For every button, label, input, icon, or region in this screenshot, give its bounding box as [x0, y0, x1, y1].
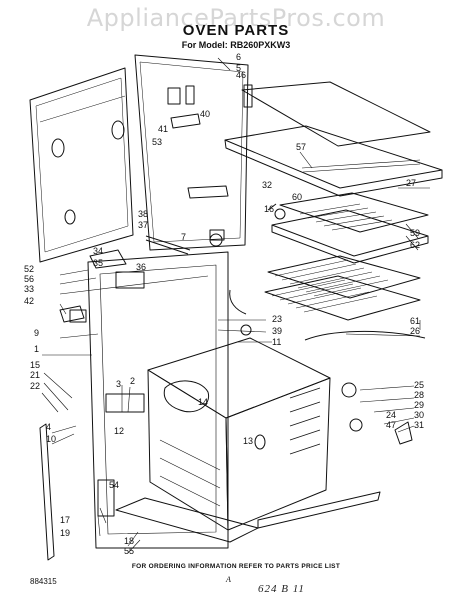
oven-racks — [264, 255, 426, 341]
callout-34: 34 — [93, 246, 103, 256]
callout-2: 2 — [130, 376, 135, 386]
callout-38: 38 — [138, 209, 148, 219]
bottom-drawer — [39, 423, 381, 561]
page-letter: A — [226, 575, 231, 584]
callout-42: 42 — [24, 296, 34, 306]
callout-11: 11 — [272, 337, 281, 347]
broil-pan — [271, 192, 429, 264]
callout-54: 54 — [109, 480, 119, 490]
callout-30: 30 — [414, 410, 424, 420]
callout-4: 4 — [46, 422, 51, 432]
callout-15: 15 — [30, 360, 40, 370]
callout-16: 16 — [264, 204, 274, 214]
callout-1: 1 — [34, 344, 39, 354]
callout-47: 47 — [386, 420, 396, 430]
callout-6: 6 — [236, 52, 241, 62]
callout-5: 5 — [236, 63, 241, 73]
callout-41: 41 — [158, 124, 168, 134]
callout-27: 27 — [406, 178, 416, 188]
callout-7: 7 — [181, 232, 186, 242]
callout-35: 35 — [93, 258, 103, 268]
front-frame — [69, 251, 229, 549]
callout-17: 17 — [60, 515, 70, 525]
callout-28: 28 — [414, 390, 424, 400]
callout-32: 32 — [262, 180, 272, 190]
oven-top-panel — [224, 81, 443, 197]
callout-53: 53 — [152, 137, 162, 147]
side-wall-panel — [134, 54, 253, 251]
callout-19: 19 — [60, 528, 70, 538]
callout-3: 3 — [116, 379, 121, 389]
callout-56: 56 — [24, 274, 34, 284]
leader-lines — [41, 57, 430, 554]
control-parts — [59, 203, 413, 445]
callout-57: 57 — [296, 142, 306, 152]
callout-12: 12 — [114, 426, 124, 436]
page-title: OVEN PARTS — [182, 22, 290, 39]
callout-61: 61 — [410, 316, 420, 326]
callout-26: 26 — [410, 326, 420, 336]
callout-46: 46 — [236, 70, 246, 80]
callout-39: 39 — [272, 326, 282, 336]
callout-25: 25 — [414, 380, 424, 390]
callout-36: 36 — [136, 262, 146, 272]
callout-14: 14 — [198, 397, 208, 407]
oven-liner — [147, 337, 331, 531]
callout-40: 40 — [200, 109, 210, 119]
callout-29: 29 — [414, 400, 424, 410]
callout-55: 55 — [124, 546, 134, 556]
callout-21: 21 — [30, 370, 40, 380]
drawing-code: 884315 — [30, 577, 57, 586]
callout-18: 18 — [124, 536, 134, 546]
callout-52: 52 — [24, 264, 34, 274]
callout-9: 9 — [34, 328, 39, 338]
model-line: For Model: RB260PXKW3 — [181, 40, 291, 50]
callout-37: 37 — [138, 220, 148, 230]
handwritten-note: 624 B 11 — [258, 583, 305, 595]
callout-33: 33 — [24, 284, 34, 294]
callout-23: 23 — [272, 314, 282, 324]
back-insulation-panel — [29, 67, 134, 263]
callout-13: 13 — [243, 436, 253, 446]
callout-22: 22 — [30, 381, 40, 391]
callout-60: 60 — [292, 192, 302, 202]
ordering-note: FOR ORDERING INFORMATION REFER TO PARTS … — [131, 563, 341, 570]
callout-31: 31 — [414, 420, 424, 430]
callout-24: 24 — [386, 410, 396, 420]
callout-62: 62 — [410, 240, 420, 250]
watermark: AppliancePartsPros.com — [86, 4, 386, 32]
callout-59: 59 — [410, 228, 420, 238]
callout-labels: 1234567910111213141516171819212223242526… — [24, 52, 424, 556]
callout-10: 10 — [46, 434, 56, 444]
